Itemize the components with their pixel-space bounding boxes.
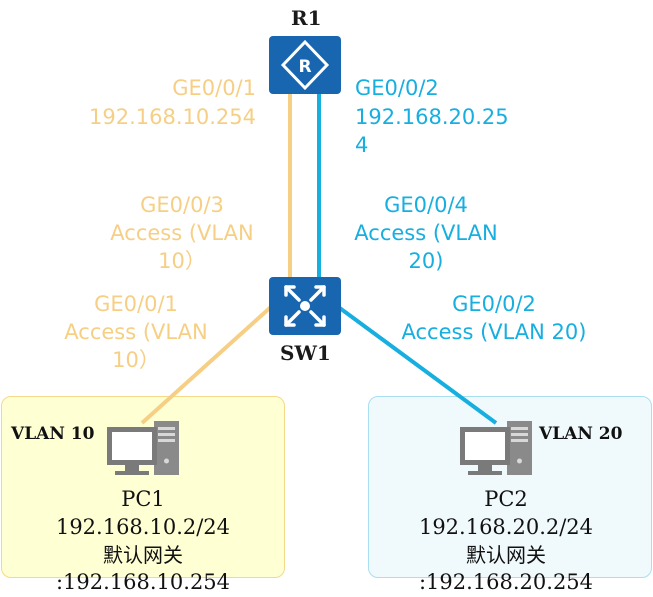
router-name: R1 — [291, 6, 322, 30]
sw-ge1-mode-line2: 10） — [112, 348, 160, 372]
sw-ge4-mode-line2: 20) — [408, 249, 444, 273]
r1-ge1-ip-label: 192.168.10.254 — [89, 105, 256, 129]
r1-ge1-port-label: GE0/0/1 — [172, 76, 256, 100]
sw-ge4-port-label: GE0/0/4 — [384, 193, 468, 217]
svg-text:R: R — [298, 57, 311, 77]
sw-ge2-port-label: GE0/0/2 — [452, 292, 536, 316]
sw-ge2-mode-label: Access (VLAN 20) — [401, 320, 587, 344]
pc1-ip: 192.168.10.2/24 — [55, 515, 231, 539]
sw-ge3-port-label: GE0/0/3 — [140, 193, 224, 217]
switch-icon[interactable] — [269, 277, 341, 335]
pc1-gateway: :192.168.10.254 — [55, 570, 231, 594]
pc2-gateway: :192.168.20.254 — [418, 570, 594, 594]
sw-ge3-mode-line1: Access (VLAN — [110, 221, 254, 245]
link-sw1-pc1 — [140, 304, 274, 425]
pc2-ip: 192.168.20.2/24 — [418, 515, 594, 539]
r1-ge2-ip-label-line2: 4 — [355, 133, 369, 157]
sw-ge4-mode-line1: Access (VLAN — [354, 221, 498, 245]
r1-ge2-port-label: GE0/0/2 — [355, 76, 439, 100]
pc2-gateway-label: 默认网关 — [466, 543, 546, 567]
sw-ge1-port-label: GE0/0/1 — [94, 292, 178, 316]
pc1-name: PC1 — [121, 487, 165, 511]
pc1-computer-icon[interactable] — [107, 421, 179, 477]
r1-ge2-ip-label-line1: 192.168.20.25 — [355, 105, 509, 129]
pc2-computer-icon[interactable] — [460, 421, 532, 477]
sw-ge3-mode-line2: 10） — [158, 249, 206, 273]
pc2-vlan-tag: VLAN 20 — [539, 424, 623, 444]
switch-name: SW1 — [280, 341, 331, 365]
sw-ge1-mode-line1: Access (VLAN — [64, 320, 208, 344]
pc2-name: PC2 — [484, 487, 528, 511]
pc1-gateway-label: 默认网关 — [103, 543, 183, 567]
link-sw1-pc2 — [335, 304, 498, 425]
pc1-vlan-tag: VLAN 10 — [11, 424, 95, 444]
router-icon[interactable]: R — [269, 36, 341, 94]
vlan10-area — [1, 396, 285, 578]
